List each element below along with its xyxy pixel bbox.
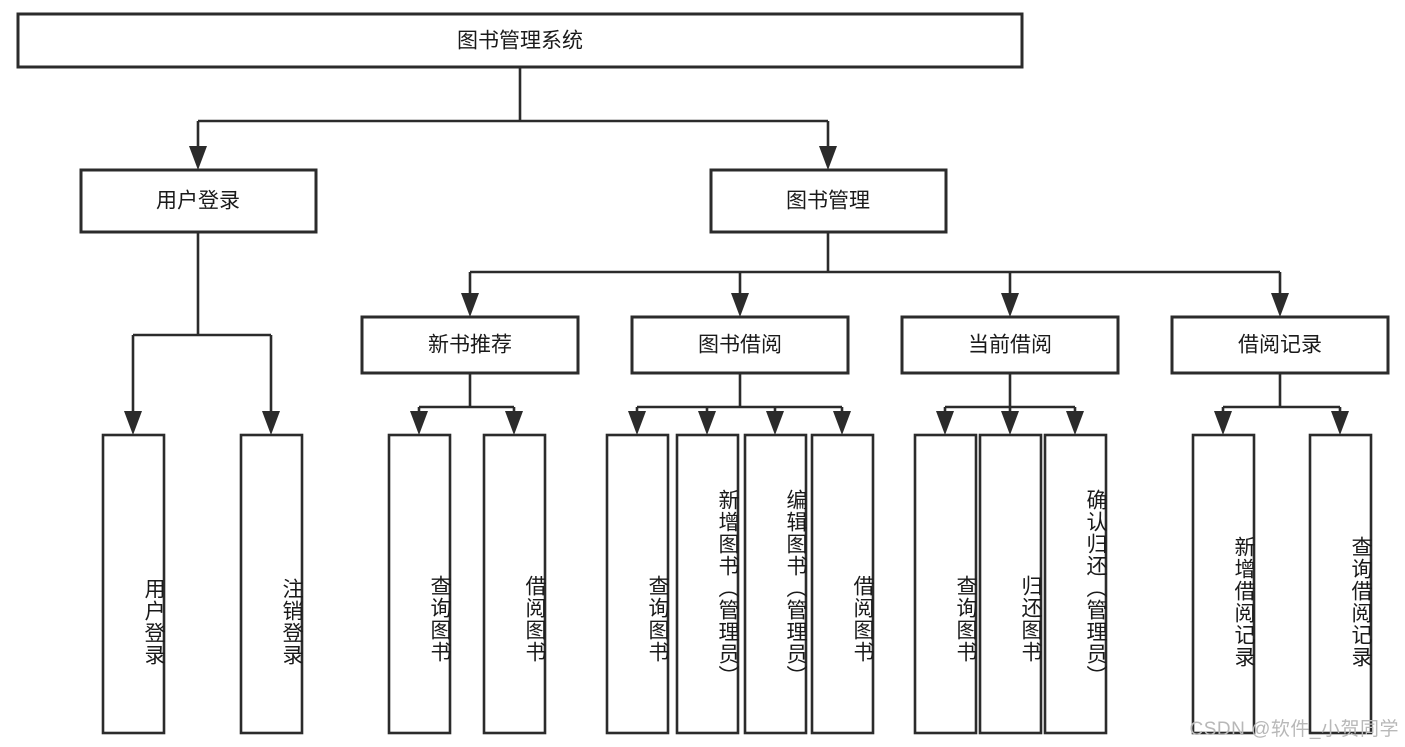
node-book-borrow[interactable]: 图书借阅 (630, 315, 850, 375)
node-borrow-record[interactable]: 借阅记录 (1170, 315, 1390, 375)
arrow-head-leaf-user-login (124, 411, 142, 435)
arrow-head-leaf-bb-add-book (698, 411, 716, 435)
arrow-head-leaf-bb-query-book (628, 411, 646, 435)
node-new-book-rec-box[interactable] (360, 315, 580, 375)
node-borrow-record-label: 借阅记录 (1238, 334, 1322, 357)
node-leaf-rec-query-book-box[interactable] (387, 433, 452, 735)
node-leaf-rec-borrow-book-box[interactable] (482, 433, 547, 735)
node-new-book-rec[interactable]: 新书推荐 (360, 315, 580, 375)
node-leaf-user-login-box[interactable] (101, 433, 166, 735)
arrow-head-leaf-user-logout (262, 411, 280, 435)
connector-layer (124, 67, 1349, 435)
arrow-head-book-borrow (731, 293, 749, 317)
node-user-login-label: 用户登录 (156, 190, 240, 213)
arrow-head-borrow-record (1271, 293, 1289, 317)
csdn-watermark: CSDN @软件_小贺同学 (1189, 719, 1399, 740)
node-root[interactable]: 图书管理系统 (16, 12, 1024, 69)
node-root-box[interactable] (16, 12, 1024, 69)
node-current-borrow-box[interactable] (900, 315, 1120, 375)
arrow-head-user-login (189, 146, 207, 170)
node-current-borrow[interactable]: 当前借阅 (900, 315, 1120, 375)
node-user-login-box[interactable] (79, 168, 318, 234)
arrow-head-leaf-rec-borrow-book (505, 411, 523, 435)
arrow-head-leaf-bb-edit-book (766, 411, 784, 435)
arrow-head-current-borrow (1001, 293, 1019, 317)
node-book-manage-label: 图书管理 (786, 190, 870, 213)
node-leaf-bb-add-book-box[interactable] (675, 433, 740, 735)
arrow-head-leaf-rec-query-book (410, 411, 428, 435)
node-layer: 图书管理系统 用户登录 图书管理 新书推荐 图书借阅 当前 (16, 12, 1390, 735)
node-leaf-user-logout-box[interactable] (239, 433, 304, 735)
node-leaf-bb-edit-book-box[interactable] (743, 433, 808, 735)
arrow-head-book-manage (819, 146, 837, 170)
node-book-borrow-label: 图书借阅 (698, 334, 782, 357)
node-leaf-cb-confirm-return-box[interactable] (1043, 433, 1108, 735)
arrow-head-new-book-rec (461, 293, 479, 317)
arrow-head-leaf-br-query-record (1331, 411, 1349, 435)
node-book-borrow-box[interactable] (630, 315, 850, 375)
arrow-head-leaf-cb-return-book (1001, 411, 1019, 435)
node-book-manage-box[interactable] (709, 168, 948, 234)
node-leaf-bb-borrow-book-box[interactable] (810, 433, 875, 735)
node-borrow-record-box[interactable] (1170, 315, 1390, 375)
node-new-book-rec-label: 新书推荐 (428, 334, 512, 357)
node-user-login[interactable]: 用户登录 (79, 168, 318, 234)
arrow-head-leaf-br-add-record (1214, 411, 1232, 435)
node-leaf-br-add-record-box[interactable] (1191, 433, 1256, 735)
node-root-label: 图书管理系统 (457, 30, 583, 53)
node-book-manage[interactable]: 图书管理 (709, 168, 948, 234)
node-current-borrow-label: 当前借阅 (968, 334, 1052, 357)
node-leaf-cb-query-book-box[interactable] (913, 433, 978, 735)
node-leaf-bb-query-book-box[interactable] (605, 433, 670, 735)
arrow-head-leaf-cb-confirm-return (1066, 411, 1084, 435)
arrow-head-leaf-cb-query-book (936, 411, 954, 435)
node-leaf-cb-return-book-box[interactable] (978, 433, 1043, 735)
arrow-head-leaf-bb-borrow-book (833, 411, 851, 435)
node-leaf-br-query-record-box[interactable] (1308, 433, 1373, 735)
